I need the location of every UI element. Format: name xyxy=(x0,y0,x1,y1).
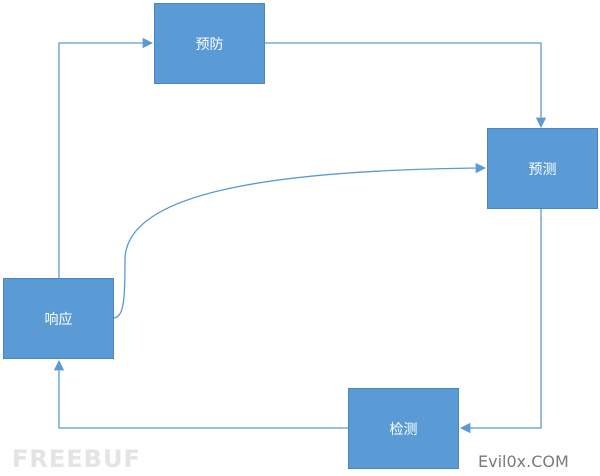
freebuf-watermark: FREEBUF xyxy=(12,445,141,473)
node-respond: 响应 xyxy=(3,278,114,359)
arrow-predict-to-detect xyxy=(459,209,542,434)
site-watermark: Evil0x.COM xyxy=(478,452,569,471)
node-predict: 预测 xyxy=(487,128,598,209)
node-prevent-label: 预防 xyxy=(195,36,224,53)
node-detect: 检测 xyxy=(348,388,459,469)
node-detect-label: 检测 xyxy=(389,421,418,438)
arrow-respond-to-predict xyxy=(113,162,487,319)
node-prevent: 预防 xyxy=(154,3,265,84)
arrow-respond-to-prevent xyxy=(58,37,154,278)
node-predict-label: 预测 xyxy=(528,161,557,178)
arrow-prevent-to-predict xyxy=(265,42,547,129)
arrow-detect-to-respond xyxy=(53,359,348,429)
node-respond-label: 响应 xyxy=(44,311,73,328)
